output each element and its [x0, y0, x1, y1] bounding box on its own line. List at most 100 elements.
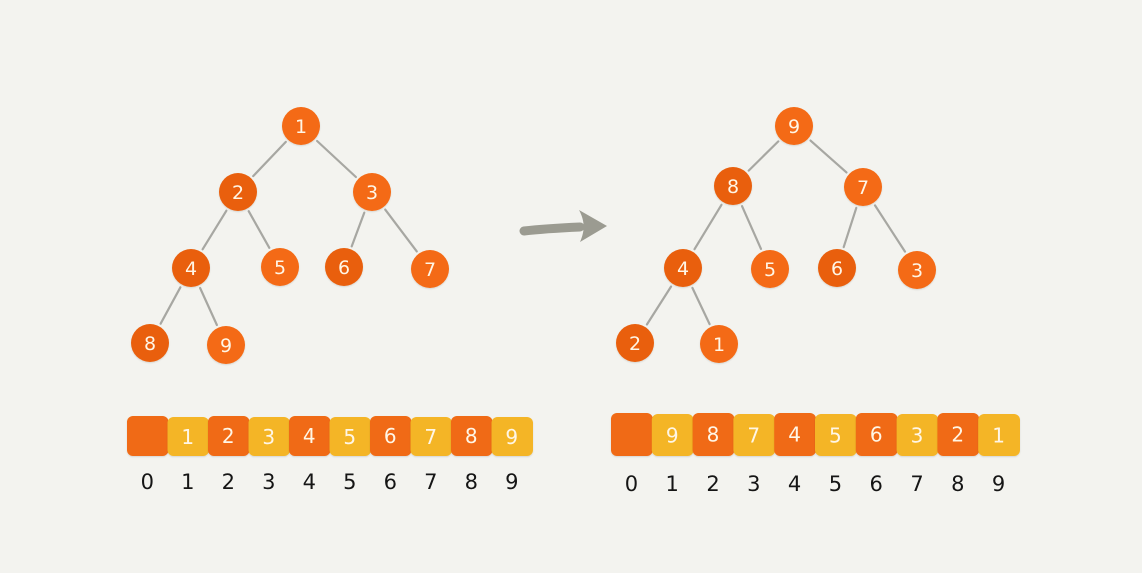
right-heap-node-circle: [751, 250, 789, 288]
left-heap-node-circle: [325, 248, 363, 286]
right-heap-array-cell-value: 3: [911, 424, 924, 448]
right-heap-node-circle: [700, 325, 738, 363]
right-heap-node: 6: [818, 249, 856, 287]
left-heap-array-index: 7: [424, 470, 437, 494]
left-heap-edge-4: [350, 211, 366, 248]
right-heap-node-value: 4: [677, 258, 689, 280]
left-heap-node-circle: [411, 250, 449, 288]
left-heap-array-index: 9: [505, 470, 518, 494]
left-heap-node: 7: [411, 250, 449, 288]
left-heap-array-cell-box: [248, 417, 290, 456]
right-heap-node: 7: [844, 168, 882, 206]
right-heap-array-cell-box: [978, 414, 1020, 456]
right-heap-array-index: 3: [747, 472, 760, 496]
left-heap-edge-0: [252, 140, 287, 178]
right-heap-node-circle: [844, 168, 882, 206]
right-heap-edges: [645, 139, 907, 326]
right-heap-array-cell: 3: [896, 414, 939, 456]
right-heap-edge-5: [873, 204, 907, 253]
right-heap-array-cell: 2: [937, 413, 980, 456]
left-heap-array-cell-box: [491, 417, 533, 456]
left-heap-array-index: 0: [141, 470, 154, 494]
right-heap-node-circle: [664, 249, 702, 287]
right-heap-array-cell: 6: [855, 413, 898, 456]
left-heap-array-cell-box: [127, 416, 169, 456]
right-heap-array-index: 2: [706, 472, 719, 496]
right-heap-array-index: 7: [910, 472, 923, 496]
left-heap-array-cell: 4: [289, 416, 331, 456]
right-heap-array-cell-box: [815, 414, 857, 456]
left-heap-edge-6: [159, 286, 182, 325]
left-heap-edge-1: [316, 139, 357, 179]
right-heap-array-cell-value: 7: [747, 424, 760, 448]
left-heap-array-cell-value: 7: [424, 425, 437, 449]
right-heap-array-cell-value: 4: [788, 423, 801, 447]
left-heap-node: 1: [282, 107, 320, 145]
left-heap-array-index: 1: [181, 470, 194, 494]
left-heap-edge-5: [384, 208, 418, 253]
left-heap-array-cell: 7: [410, 417, 452, 456]
right-heap-array-index: 1: [666, 472, 679, 496]
left-heap-node: 3: [353, 173, 391, 211]
left-heap-node-circle: [282, 107, 320, 145]
left-heap-array-cell-value: 4: [303, 424, 316, 448]
right-heap-edge-1: [809, 139, 848, 174]
left-heap-array-cell-box: [167, 417, 209, 456]
left-heap-array-index: 3: [262, 470, 275, 494]
right-heap-array-cell: 7: [733, 414, 776, 456]
left-heap-edges: [159, 139, 418, 327]
right-heap-edge-6: [645, 285, 673, 326]
left-heap-node-value: 9: [220, 335, 232, 357]
left-heap-array-cell: 6: [370, 416, 412, 456]
left-heap-node-value: 8: [144, 333, 156, 355]
right-heap-node: 2: [616, 324, 654, 362]
left-heap-node-circle: [172, 249, 210, 287]
left-heap-node: 4: [172, 249, 210, 287]
right-heap-node: 3: [898, 251, 936, 289]
arrow-right-icon: [519, 210, 607, 242]
left-heap-array-index: 4: [303, 470, 316, 494]
right-heap-edge-2: [693, 203, 723, 251]
left-heap-array-cell: 3: [248, 417, 290, 456]
right-heap-node: 5: [751, 250, 789, 288]
left-heap-node-value: 5: [274, 257, 286, 279]
left-heap-array-cell: 5: [329, 417, 371, 456]
left-heap-node: 2: [219, 173, 257, 211]
right-heap-node-value: 8: [727, 176, 739, 198]
right-heap-node-circle: [616, 324, 654, 362]
right-heap-node-value: 7: [857, 177, 869, 199]
right-heap-array-cell-box: [733, 414, 776, 456]
left-heap-array-cell-value: 2: [222, 424, 235, 448]
left-heap-node-circle: [219, 173, 257, 211]
left-heap-array-cell-value: 3: [262, 425, 275, 449]
left-heap-array-cell-value: 1: [181, 425, 194, 449]
right-heap-node-value: 2: [629, 333, 641, 355]
right-heap-node-circle: [818, 249, 856, 287]
left-heap-array-cell-value: 5: [343, 425, 356, 449]
right-heap-node: 1: [700, 325, 738, 363]
left-heap-array-cell-value: 6: [384, 424, 397, 448]
left-heap-array-cell-box: [289, 416, 331, 456]
right-heap-edge-7: [691, 286, 711, 326]
left-heap-array-cell: 2: [208, 416, 250, 456]
left-heap-array-cell: 8: [451, 416, 493, 456]
right-heap-array-cell-value: 6: [870, 423, 883, 447]
right-heap-array-index: 5: [829, 472, 842, 496]
left-heap-array-cell: 1: [167, 417, 209, 456]
right-heap-array-cell-box: [651, 414, 694, 456]
left-heap-array-cell-value: 9: [505, 425, 518, 449]
right-heap-node-value: 3: [911, 260, 923, 282]
right-heap-edge-4: [842, 206, 858, 249]
left-heap-array-cell-value: 8: [465, 424, 478, 448]
right-heap-array-cell: 5: [815, 414, 857, 456]
right-heap-array-cell: 1: [978, 414, 1020, 456]
left-heap-array-cell-box: [208, 416, 250, 456]
left-heap-node-circle: [207, 326, 245, 364]
right-heap-array-index: 0: [625, 472, 638, 496]
right-heap-array-cell-box: [774, 413, 816, 456]
left-heap-array-cell: 9: [491, 417, 533, 456]
left-heap-node-value: 1: [295, 116, 307, 138]
